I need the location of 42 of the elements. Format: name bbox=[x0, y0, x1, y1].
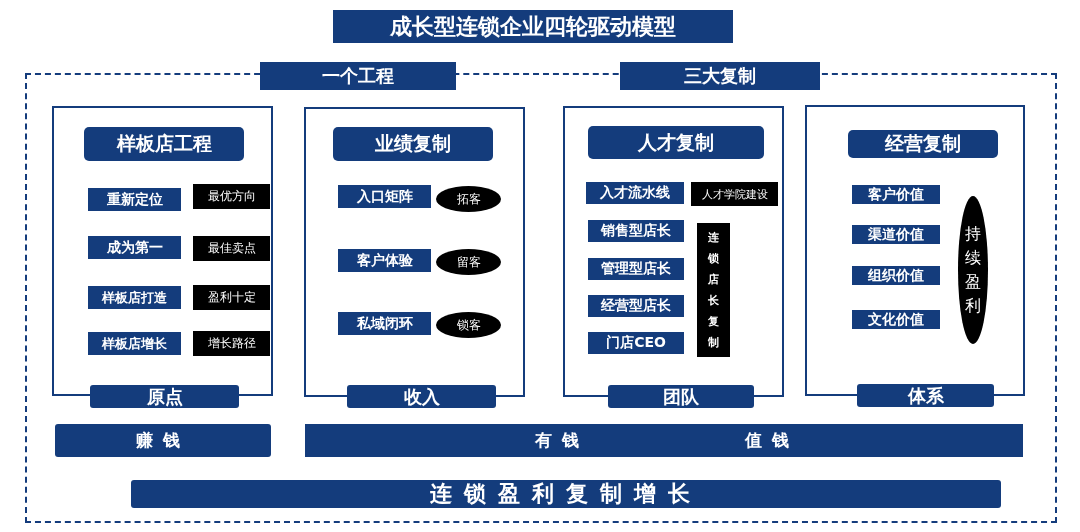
oval-tag: 拓客 bbox=[436, 186, 501, 212]
label-box: 管理型店长 bbox=[588, 258, 684, 280]
tag-box: 盈利十定 bbox=[193, 285, 270, 310]
label-box: 私域闭环 bbox=[338, 312, 431, 335]
label-box: 文化价值 bbox=[852, 310, 940, 329]
label-box: 客户体验 bbox=[338, 249, 431, 272]
heading-band: 三大复制 bbox=[620, 62, 820, 90]
heading-box: 人才复制 bbox=[588, 126, 764, 159]
label-box: 组织价值 bbox=[852, 266, 940, 285]
label-box: 销售型店长 bbox=[588, 220, 684, 242]
footer-tab: 原点 bbox=[90, 385, 239, 408]
tag-box: 最优方向 bbox=[193, 184, 270, 209]
banner-text: 值钱 bbox=[745, 429, 799, 452]
tag-box: 最佳卖点 bbox=[193, 236, 270, 261]
banner-text: 有钱 bbox=[535, 429, 589, 452]
label-box: 门店CEO bbox=[588, 332, 684, 354]
oval-tag: 留客 bbox=[436, 249, 501, 275]
banner-bar: 赚钱 bbox=[55, 424, 271, 457]
label-box: 渠道价值 bbox=[852, 225, 940, 244]
footer-tab: 收入 bbox=[347, 385, 496, 408]
vertical-tag: 连锁店长复制 bbox=[697, 223, 730, 357]
tag-box: 人才学院建设 bbox=[691, 182, 778, 206]
label-box: 重新定位 bbox=[88, 188, 181, 211]
footer-tab: 体系 bbox=[857, 384, 994, 407]
label-box: 经营型店长 bbox=[588, 295, 684, 317]
oval-tag: 锁客 bbox=[436, 312, 501, 338]
label-box: 样板店打造 bbox=[88, 286, 181, 309]
label-box: 成为第一 bbox=[88, 236, 181, 259]
heading-band: 一个工程 bbox=[260, 62, 456, 90]
label-box: 入才流水线 bbox=[586, 182, 684, 204]
title-box: 成长型连锁企业四轮驱动模型 bbox=[333, 10, 733, 43]
banner-bar bbox=[305, 424, 1023, 457]
heading-box: 经营复制 bbox=[848, 130, 998, 158]
banner-bar: 连锁盈利复制增长 bbox=[131, 480, 1001, 508]
tag-box: 增长路径 bbox=[193, 331, 270, 356]
label-box: 客户价值 bbox=[852, 185, 940, 204]
footer-tab: 团队 bbox=[608, 385, 754, 408]
label-box: 样板店增长 bbox=[88, 332, 181, 355]
heading-box: 业绩复制 bbox=[333, 127, 493, 161]
label-box: 入口矩阵 bbox=[338, 185, 431, 208]
vertical-oval: 持续盈利 bbox=[958, 196, 988, 344]
heading-box: 样板店工程 bbox=[84, 127, 244, 161]
